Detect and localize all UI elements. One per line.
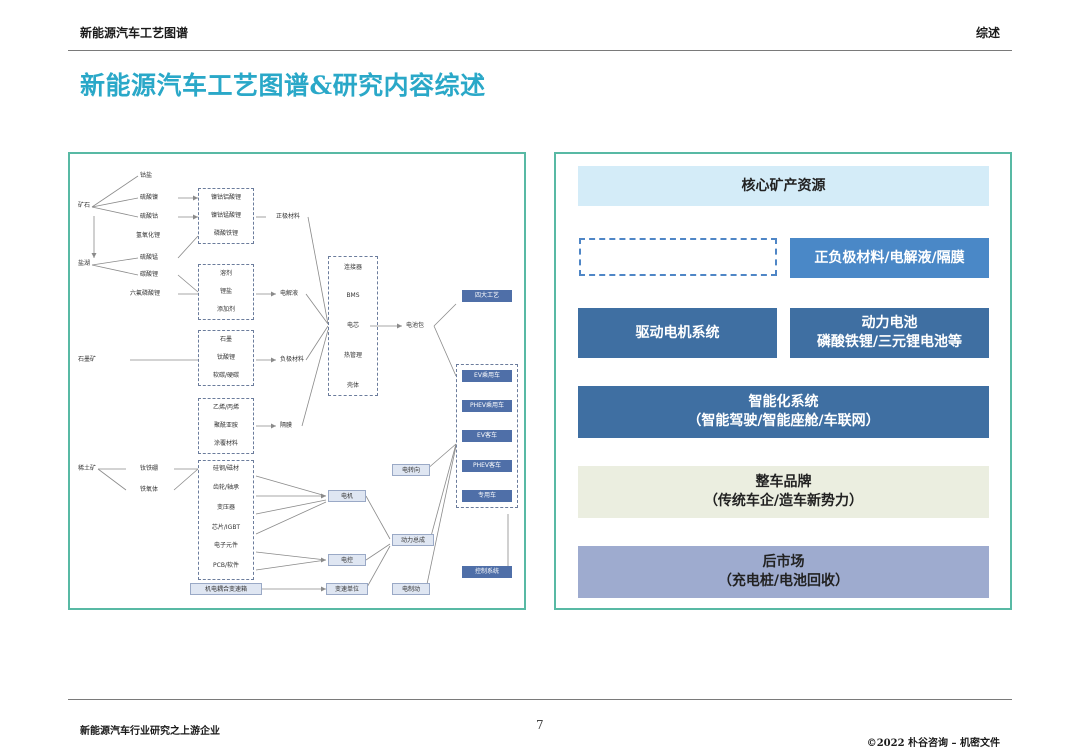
flow-solvent: 溶剂 bbox=[219, 270, 232, 277]
flow-cobalt-sulfate: 硫酸钴 bbox=[140, 213, 159, 220]
drive-motor-label: 驱动电机系统 bbox=[635, 324, 720, 341]
flow-group-drive-inputs bbox=[198, 460, 254, 580]
flow-lithium-hydroxide: 氢氧化锂 bbox=[136, 232, 161, 239]
vehicle-brand-subtitle: （传统车企/造车新势力） bbox=[703, 493, 864, 509]
research-scope-panel: 核心矿产资源 正负极材料/电解液/隔膜 驱动电机系统 动力电池 磷酸铁锂/三元锂… bbox=[554, 152, 1012, 610]
process-diagram-panel: 矿石 盐湖 石墨矿 稀土矿 钴盐 硫酸镍 硫酸钴 氢氧化锂 硫酸锰 碳酸锂 六氟… bbox=[68, 152, 526, 610]
flow-polyimide: 聚酰亚胺 bbox=[213, 422, 238, 429]
flow-powertrain: 动力总成 bbox=[392, 534, 434, 546]
flow-additive: 添加剂 bbox=[216, 306, 235, 313]
flow-transmission-unit: 变速单位 bbox=[326, 583, 368, 595]
flow-pcb-software: PCB/软件 bbox=[213, 562, 239, 569]
flow-manganese-sulfate: 硫酸锰 bbox=[140, 254, 159, 261]
flow-electric-brake: 电制动 bbox=[392, 583, 430, 595]
footer-copyright: ©2022 朴谷咨询 – 机密文件 bbox=[866, 738, 1000, 748]
footer-divider bbox=[68, 699, 1012, 700]
flow-cell: 电芯 bbox=[346, 322, 359, 329]
flow-transformer: 变压器 bbox=[216, 504, 235, 511]
aftermarket-title: 后市场 bbox=[762, 554, 805, 571]
flow-bms: BMS bbox=[346, 292, 360, 299]
flow-motor: 电机 bbox=[328, 490, 366, 502]
header-section-title: 新能源汽车工艺图谱 bbox=[80, 26, 189, 40]
flow-separator: 隔膜 bbox=[280, 422, 293, 429]
intelligent-system-block: 智能化系统 （智能驾驶/智能座舱/车联网） bbox=[578, 386, 989, 438]
flow-ev-passenger: EV乘用车 bbox=[462, 370, 512, 382]
flow-graphite-ore: 石墨矿 bbox=[78, 356, 97, 363]
header-chapter: 综述 bbox=[975, 26, 1000, 40]
flow-soft-hard-carbon: 软碳/硬碳 bbox=[212, 372, 240, 379]
flow-silicon-steel: 硅钢/磁材 bbox=[212, 465, 240, 472]
flow-connector: 连接器 bbox=[343, 264, 362, 271]
flow-lipf6: 六氟磷酸锂 bbox=[130, 290, 161, 297]
flow-graphite: 石墨 bbox=[219, 336, 232, 343]
flow-ferrite: 铁氧体 bbox=[140, 486, 159, 493]
flow-nca: 镍钴铝酸锂 bbox=[210, 194, 241, 201]
power-battery-subtitle: 磷酸铁锂/三元锂电池等 bbox=[816, 334, 963, 350]
flow-group-pack-components bbox=[328, 256, 378, 396]
flow-anode-material: 负极材料 bbox=[280, 356, 305, 363]
flow-ndfeb: 钕铁硼 bbox=[140, 465, 159, 472]
core-minerals-block: 核心矿产资源 bbox=[578, 166, 989, 206]
flow-lithium-carbonate: 碳酸锂 bbox=[140, 271, 159, 278]
flow-cobalt-salt: 钴盐 bbox=[140, 172, 153, 179]
footer-report-name: 新能源汽车行业研究之上游企业 bbox=[80, 726, 220, 737]
empty-dashed-block bbox=[579, 238, 777, 276]
flow-nickel-sulfate: 硫酸镍 bbox=[140, 194, 159, 201]
flow-ev-bus: EV客车 bbox=[462, 430, 512, 442]
drive-motor-block: 驱动电机系统 bbox=[578, 308, 777, 358]
power-battery-title: 动力电池 bbox=[861, 315, 918, 332]
electrode-materials-label: 正负极材料/电解液/隔膜 bbox=[814, 249, 965, 266]
page-title: 新能源汽车工艺图谱&研究内容综述 bbox=[80, 71, 486, 100]
process-flow-diagram: 矿石 盐湖 石墨矿 稀土矿 钴盐 硫酸镍 硫酸钴 氢氧化锂 硫酸锰 碳酸锂 六氟… bbox=[70, 154, 524, 608]
flow-group-cathode-inputs bbox=[198, 188, 254, 244]
flow-electric-control: 电控 bbox=[328, 554, 366, 566]
flow-electric-steering: 电转向 bbox=[392, 464, 430, 476]
flow-phev-passenger: PHEV乘用车 bbox=[462, 400, 512, 412]
flow-thermal-management: 热管理 bbox=[343, 352, 362, 359]
flow-phev-bus: PHEV客车 bbox=[462, 460, 512, 472]
flow-housing: 壳体 bbox=[346, 382, 359, 389]
flow-lto: 钛酸锂 bbox=[216, 354, 235, 361]
flow-chip-igbt: 芯片/IGBT bbox=[211, 524, 241, 531]
electrode-materials-block: 正负极材料/电解液/隔膜 bbox=[790, 238, 989, 278]
page-number: 7 bbox=[536, 718, 544, 732]
core-minerals-label: 核心矿产资源 bbox=[741, 177, 826, 194]
aftermarket-block: 后市场 （充电桩/电池回收） bbox=[578, 546, 989, 598]
flow-group-electrolyte-inputs bbox=[198, 264, 254, 320]
flow-gear-bearing: 齿轮/轴承 bbox=[212, 484, 240, 491]
flow-coating-material: 涂覆材料 bbox=[213, 440, 238, 447]
flow-ethylene-propylene: 乙烯/丙烯 bbox=[212, 404, 240, 411]
aftermarket-subtitle: （充电桩/电池回收） bbox=[717, 573, 850, 589]
flow-group-vehicles bbox=[456, 364, 518, 508]
flow-electronic-components: 电子元件 bbox=[213, 542, 238, 549]
vehicle-brand-block: 整车品牌 （传统车企/造车新势力） bbox=[578, 466, 989, 518]
flow-four-processes: 四大工艺 bbox=[462, 290, 512, 302]
flow-connectors bbox=[91, 175, 509, 592]
header-divider bbox=[68, 50, 1012, 51]
flow-lithium-salt: 锂盐 bbox=[219, 288, 232, 295]
flow-battery-pack: 电池包 bbox=[406, 322, 425, 329]
vehicle-brand-title: 整车品牌 bbox=[755, 474, 812, 491]
flow-lfp: 磷酸铁锂 bbox=[213, 230, 238, 237]
flow-rare-earth-ore: 稀土矿 bbox=[78, 465, 97, 472]
power-battery-block: 动力电池 磷酸铁锂/三元锂电池等 bbox=[790, 308, 989, 358]
intelligent-system-subtitle: （智能驾驶/智能座舱/车联网） bbox=[687, 413, 880, 429]
flow-electrolyte: 电解液 bbox=[280, 290, 299, 297]
flow-ncm: 镍钴锰酸锂 bbox=[210, 212, 241, 219]
flow-group-anode-inputs bbox=[198, 330, 254, 386]
flow-group-separator-inputs bbox=[198, 398, 254, 454]
intelligent-system-title: 智能化系统 bbox=[748, 394, 819, 411]
flow-ore: 矿石 bbox=[78, 202, 91, 209]
flow-control-system: 控制系统 bbox=[462, 566, 512, 578]
flow-cathode-material: 正极材料 bbox=[276, 213, 301, 220]
flow-electromechanical-gearbox: 机电耦合变速箱 bbox=[190, 583, 262, 595]
flow-special-vehicle: 专用车 bbox=[462, 490, 512, 502]
flow-salt-lake: 盐湖 bbox=[78, 260, 91, 267]
